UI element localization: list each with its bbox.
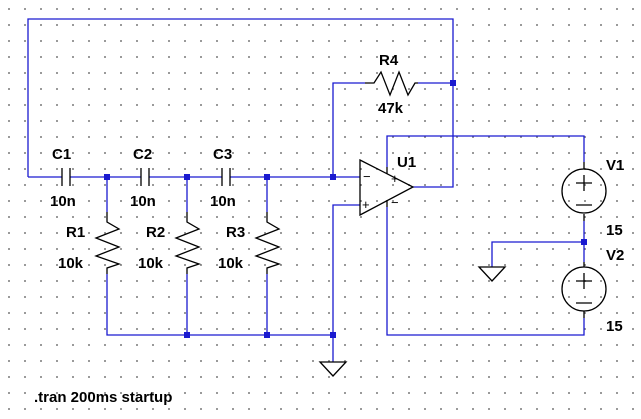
- junction-dot: [450, 80, 456, 86]
- simulation-directive[interactable]: .tran 200ms startup: [34, 389, 172, 406]
- junction-dot: [184, 174, 190, 180]
- c1-ref-label: C1: [52, 146, 71, 163]
- capacitor-c3[interactable]: [221, 168, 231, 186]
- c2-ref-label: C2: [133, 146, 152, 163]
- ground-symbol: [477, 266, 507, 282]
- capacitor-c1[interactable]: [61, 168, 71, 186]
- v1-value-label: 15: [606, 222, 623, 239]
- r4-left-wire: [332, 82, 365, 177]
- junction-dot: [264, 174, 270, 180]
- bottom-rail-wire: [106, 274, 333, 336]
- capacitor-c2[interactable]: [140, 168, 150, 186]
- opamp-vplus-sign: +: [391, 171, 399, 186]
- wires: [27, 18, 585, 362]
- junction-dot: [264, 332, 270, 338]
- supply-ground-wire: [491, 241, 584, 267]
- r2-value-label: 10k: [138, 255, 164, 272]
- r3-ref-label: R3: [226, 224, 245, 241]
- r3-value-label: 10k: [218, 255, 244, 272]
- feedback-loop-wire: [27, 18, 454, 177]
- u1-ref-label: U1: [397, 154, 416, 171]
- voltage-source-v2[interactable]: [561, 262, 607, 318]
- resistor-r3[interactable]: [254, 212, 282, 274]
- c3-value-label: 10n: [210, 193, 236, 210]
- voltage-source-v1[interactable]: [561, 162, 607, 221]
- c1-value-label: 10n: [50, 193, 76, 210]
- junction-dot: [330, 174, 336, 180]
- r4-value-label: 47k: [378, 100, 404, 117]
- c3-ref-label: C3: [213, 146, 232, 163]
- opamp-u1[interactable]: − + + −: [359, 158, 415, 217]
- resistor-r4[interactable]: [365, 70, 418, 97]
- negative-supply-wire: [386, 207, 585, 336]
- r4-ref-label: R4: [379, 52, 399, 69]
- v2-value-label: 15: [606, 318, 623, 335]
- junction-dot: [330, 332, 336, 338]
- junction-dot: [184, 332, 190, 338]
- positive-supply-wire: [386, 135, 585, 167]
- resistor-r2[interactable]: [174, 212, 202, 274]
- r4-right-wire: [413, 82, 454, 188]
- junctions: [104, 80, 587, 338]
- junction-dot: [104, 174, 110, 180]
- c2-value-label: 10n: [130, 193, 156, 210]
- opamp-minus-sign: −: [363, 169, 371, 184]
- r1-ref-label: R1: [66, 224, 85, 241]
- opamp-vminus-sign: −: [391, 195, 399, 210]
- ground-symbol: [318, 361, 348, 377]
- junction-dot: [581, 239, 587, 245]
- r2-ref-label: R2: [146, 224, 165, 241]
- v2-ref-label: V2: [606, 247, 624, 264]
- noninverting-wire: [332, 204, 360, 335]
- labels: C1 10n C2 10n C3 10n R1 10k R2 10k R3 10…: [34, 52, 624, 406]
- opamp-plus-sign: +: [362, 197, 370, 212]
- resistor-r1[interactable]: [94, 212, 122, 274]
- v1-ref-label: V1: [606, 157, 624, 174]
- r1-value-label: 10k: [58, 255, 84, 272]
